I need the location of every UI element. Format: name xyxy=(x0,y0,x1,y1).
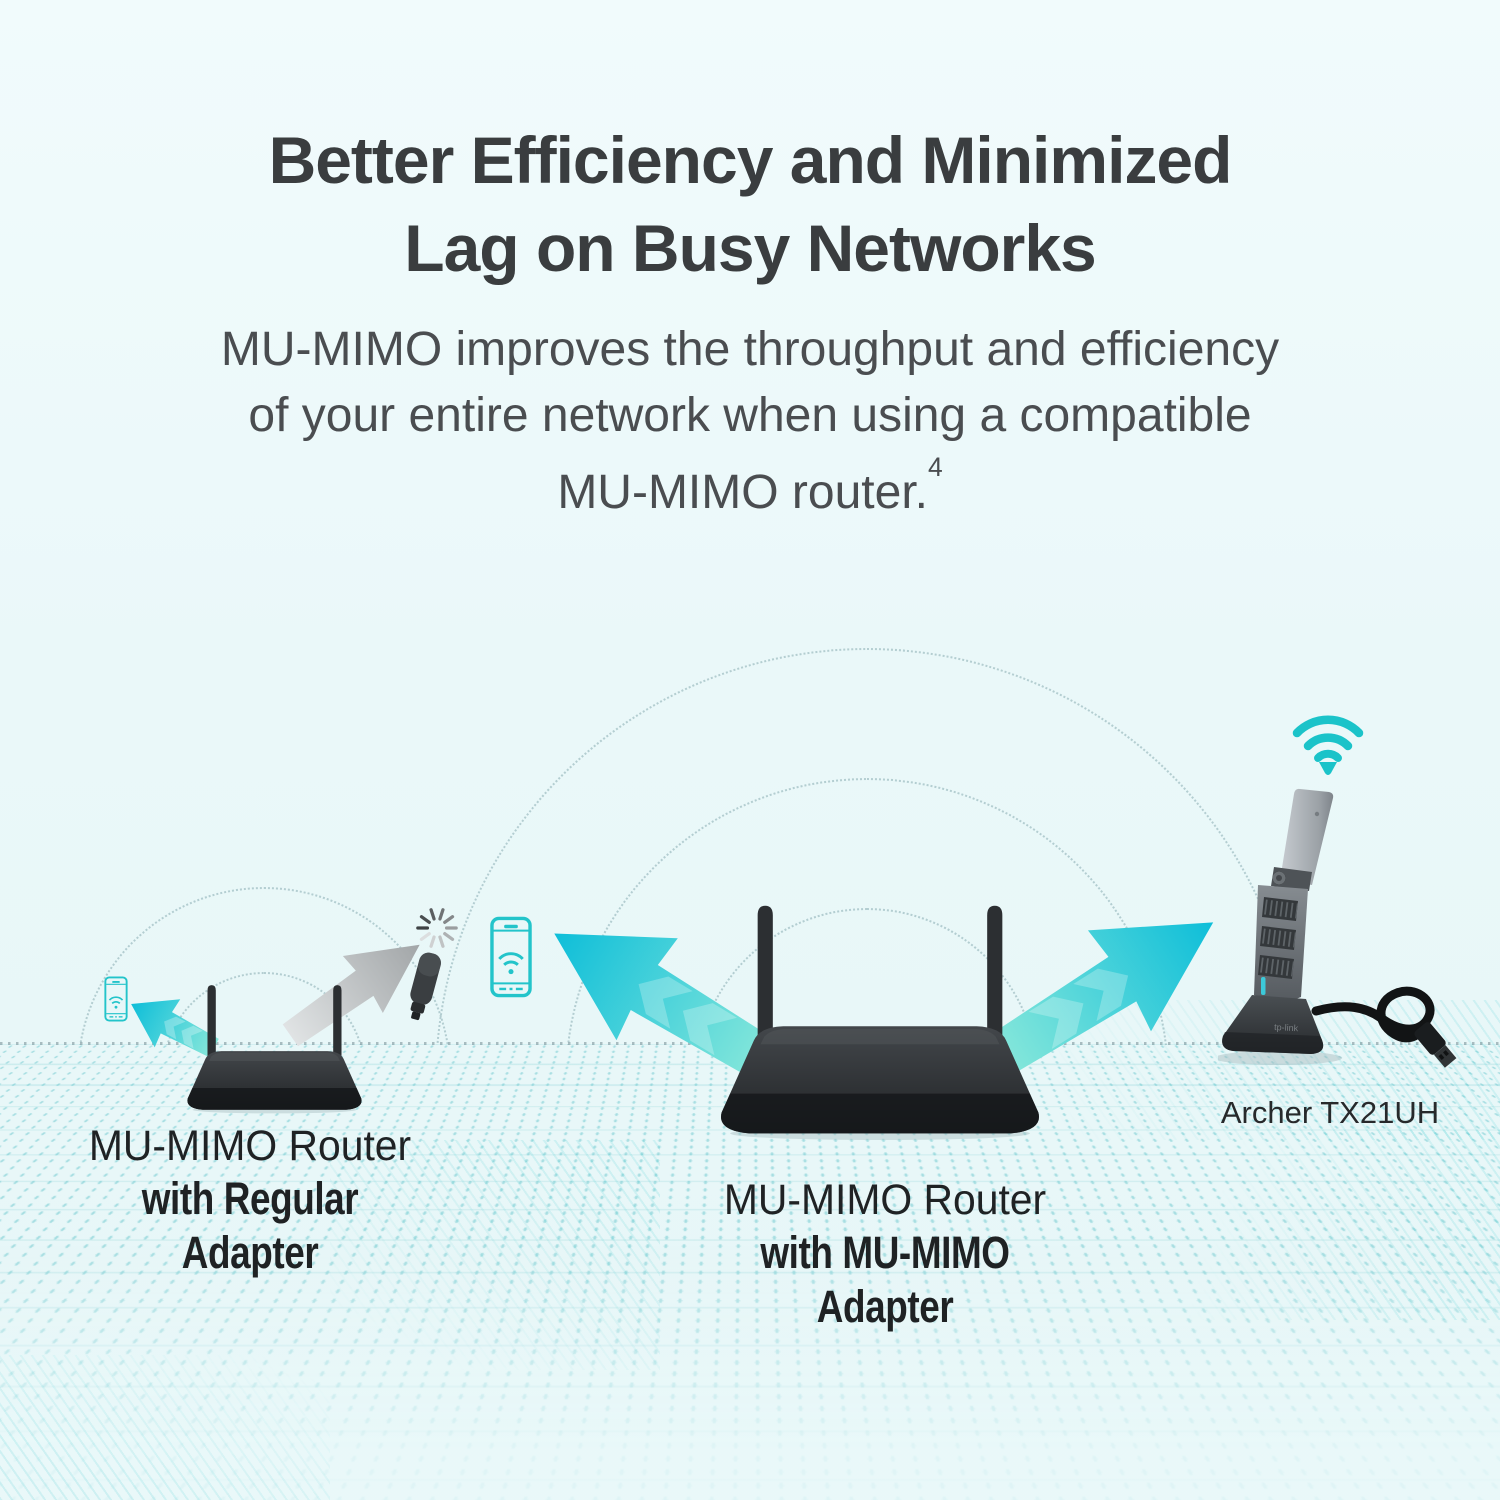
cyan-arrow-small xyxy=(116,975,230,1076)
description: MU-MIMO improves the throughput and effi… xyxy=(0,317,1500,526)
router-antenna xyxy=(987,905,1003,1041)
grid-fade-overlay xyxy=(0,1240,1500,1500)
title-line-2: Lag on Busy Networks xyxy=(404,211,1096,285)
router-antenna xyxy=(333,985,342,1059)
usb-cable xyxy=(1311,986,1435,1043)
title-line-1: Better Efficiency and Minimized xyxy=(268,123,1233,197)
center-scene-caption: MU-MIMO Router with MU-MIMO Adapter xyxy=(665,1174,1105,1334)
hatch-pattern-left xyxy=(330,1140,660,1370)
description-line-3: MU-MIMO router.4 xyxy=(0,449,1500,526)
gray-arrow xyxy=(266,911,444,1070)
wifi-signal-icon xyxy=(1288,702,1368,776)
smartphone-wifi-icon-large xyxy=(489,916,533,998)
usb-adapter-silhouette-icon xyxy=(403,950,445,1024)
center-caption-line-2: with MU-MIMO Adapter xyxy=(760,1227,1010,1332)
adapter-antenna-blade xyxy=(1280,788,1334,885)
archer-tx21uh-adapter: tp-link xyxy=(1218,785,1473,1080)
smartphone-wifi-icon-small xyxy=(104,976,128,1022)
arrow-chevron-icon xyxy=(1073,968,1129,1022)
tp-link-logo: tp-link xyxy=(1274,1022,1299,1033)
description-line-2: of your entire network when using a comp… xyxy=(248,389,1252,442)
center-caption-line-1: MU-MIMO Router xyxy=(723,1176,1047,1224)
arrow-chevron-icon xyxy=(181,1025,203,1049)
arrow-chevron-icon xyxy=(1028,996,1084,1049)
cyan-arrow-right xyxy=(961,862,1251,1116)
right-scene-caption: Archer TX21UH xyxy=(1180,1095,1480,1131)
description-line-1: MU-MIMO improves the throughput and effi… xyxy=(220,323,1280,376)
arrow-chevron-icon xyxy=(638,976,693,1029)
buffering-spinner-icon xyxy=(414,905,460,951)
hatch-pattern-bottom-right xyxy=(1180,1130,1500,1320)
footnote-marker: 4 xyxy=(928,452,943,483)
arrow-chevron-icon xyxy=(164,1016,186,1040)
description-line-3-text: MU-MIMO router. xyxy=(557,466,928,519)
router-antenna xyxy=(757,905,773,1041)
hatch-pattern-bottom-left xyxy=(0,1355,330,1500)
router-regular xyxy=(181,983,368,1114)
right-caption: Archer TX21UH xyxy=(1220,1095,1440,1130)
arrow-chevron-icon xyxy=(682,1003,737,1056)
usb-connector xyxy=(1414,1022,1457,1068)
router-antenna xyxy=(207,985,216,1059)
cyan-arrow-left xyxy=(517,873,803,1122)
left-caption-line-2: with Regular Adapter xyxy=(141,1173,359,1278)
left-scene-caption: MU-MIMO Router with Regular Adapter xyxy=(30,1120,470,1280)
left-caption-line-1: MU-MIMO Router xyxy=(88,1122,412,1170)
router-mumimo xyxy=(709,902,1051,1141)
page-title: Better Efficiency and Minimized Lag on B… xyxy=(0,116,1500,292)
adapter-led xyxy=(1261,977,1266,995)
